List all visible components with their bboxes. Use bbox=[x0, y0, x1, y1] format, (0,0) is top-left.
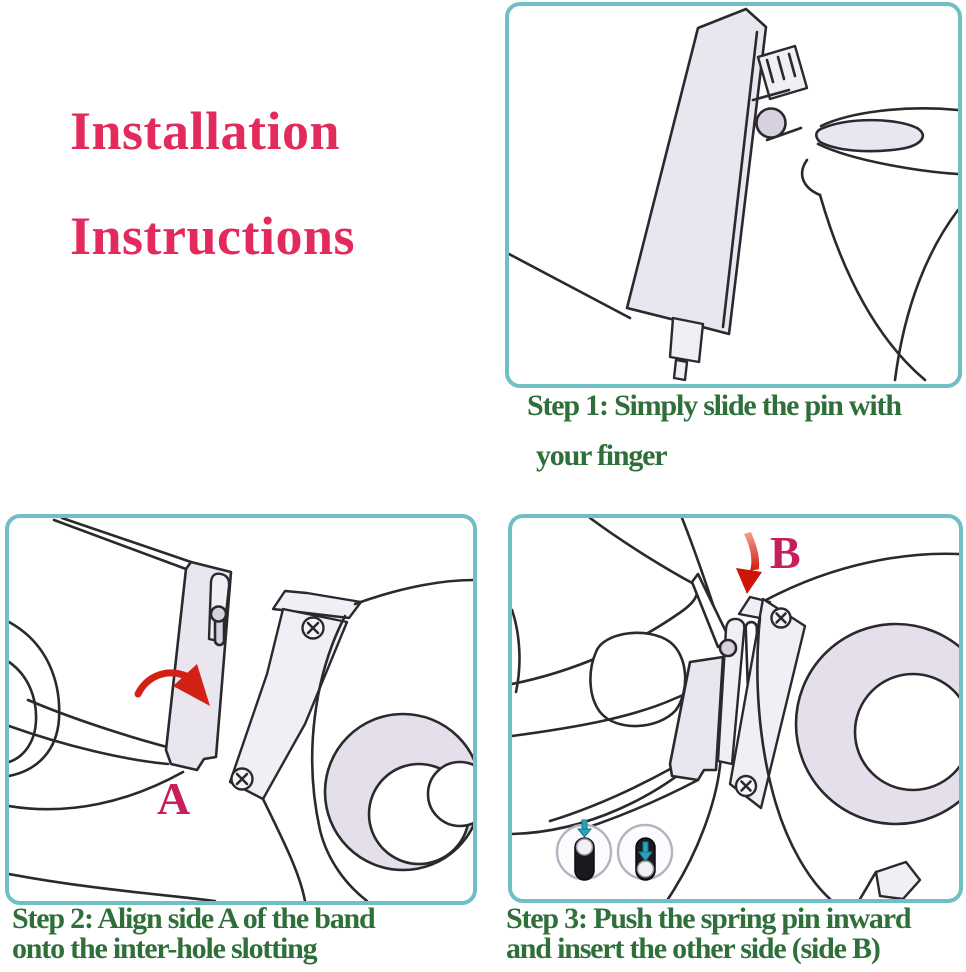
step2-align-illustration bbox=[9, 518, 473, 901]
step2-caption: Step 2: Align side A of the band onto th… bbox=[12, 902, 376, 965]
step3-panel: B bbox=[508, 514, 963, 903]
red-arrow-icon bbox=[736, 532, 762, 594]
bottom-lug bbox=[874, 860, 922, 899]
step3-insert-illustration bbox=[512, 518, 959, 899]
finger-drawing bbox=[800, 107, 958, 382]
step1-caption-line2: your finger bbox=[536, 439, 668, 472]
watch-band-link-drawing bbox=[625, 7, 809, 382]
side-b-label: B bbox=[770, 527, 801, 578]
step3-caption-line2: and insert the other side (side B) bbox=[506, 932, 881, 965]
page-title-line-1: Installation bbox=[70, 101, 341, 161]
watch-band-link-drawing bbox=[52, 518, 233, 772]
step1-slide-pin-illustration bbox=[509, 7, 958, 382]
screw-icon bbox=[230, 767, 254, 791]
screw-icon bbox=[301, 616, 325, 640]
screw-icon bbox=[770, 607, 792, 629]
watch-case-drawing bbox=[228, 578, 473, 901]
spring-pin-knob bbox=[755, 107, 787, 139]
spring-pin-tip-drawing bbox=[668, 316, 705, 382]
strap-edge-line bbox=[509, 252, 632, 320]
step2-caption-line1: Step 2: Align side A of the band bbox=[12, 902, 376, 935]
spring-pin-knob bbox=[209, 605, 228, 623]
pin-toggle-after-icon bbox=[616, 823, 674, 881]
step3-caption-line1: Step 3: Push the spring pin inward bbox=[506, 902, 912, 935]
side-a-label: A bbox=[157, 773, 191, 824]
fingernail bbox=[815, 118, 924, 153]
spring-pin-knob bbox=[718, 638, 738, 658]
step3-caption: Step 3: Push the spring pin inward and i… bbox=[506, 902, 912, 965]
page-title-line-2: Instructions bbox=[70, 206, 356, 266]
strap-loop-drawing bbox=[9, 620, 61, 778]
strap-drawing bbox=[9, 698, 217, 901]
step2-caption-line2: onto the inter-hole slotting bbox=[12, 932, 318, 965]
page-title: Installation Instructions bbox=[70, 100, 355, 267]
watch-case-drawing bbox=[728, 552, 959, 899]
red-curved-arrow-icon bbox=[134, 664, 210, 706]
step1-caption-line1: Step 1: Simply slide the pin with bbox=[527, 389, 902, 422]
pin-toggle-before-icon bbox=[555, 819, 613, 881]
teal-down-arrow-icon bbox=[576, 819, 593, 838]
step1-panel bbox=[505, 2, 962, 388]
screw-icon bbox=[734, 774, 758, 798]
pressing-fingertip bbox=[690, 572, 732, 649]
step2-panel: A bbox=[5, 514, 477, 905]
teal-down-arrow-icon bbox=[638, 841, 653, 862]
